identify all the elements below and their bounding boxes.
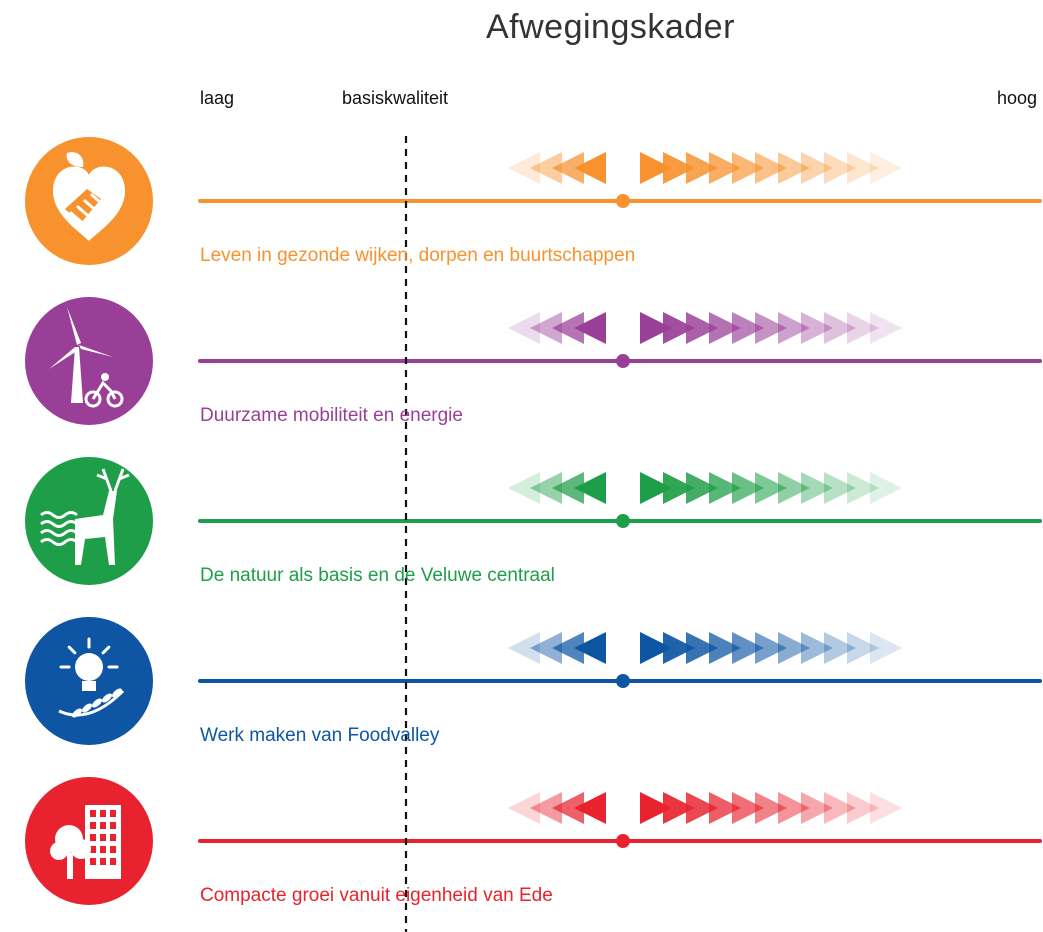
position-marker: [616, 674, 630, 688]
scale-label-baseline: basiskwaliteit: [342, 88, 449, 108]
direction-arrows: [508, 152, 902, 184]
apple-handshake-icon: [25, 137, 153, 265]
indicator-row: [25, 457, 1042, 585]
indicator-row: [25, 297, 1042, 425]
position-marker: [616, 514, 630, 528]
direction-arrows: [508, 312, 902, 344]
direction-arrows: [508, 472, 902, 504]
indicator-row: [25, 137, 1042, 265]
row-label: Duurzame mobiliteit en energie: [200, 405, 463, 426]
scale-label-high: hoog: [996, 88, 1037, 108]
building-tree-icon: [25, 777, 153, 905]
row-label: De natuur als basis en de Veluwe centraa…: [200, 565, 555, 586]
direction-arrows: [508, 792, 902, 824]
direction-arrows: [508, 632, 902, 664]
lightbulb-leaves-icon: [25, 617, 153, 745]
wind-turbine-cyclist-icon: [25, 297, 153, 425]
scale-label-low: laag: [200, 88, 235, 108]
page-title: Afwegingskader: [486, 8, 735, 46]
indicator-row: [25, 617, 1042, 745]
position-marker: [616, 834, 630, 848]
row-label: Compacte groei vanuit eigenheid van Ede: [200, 885, 553, 906]
row-label: Werk maken van Foodvalley: [200, 725, 440, 746]
row-label: Leven in gezonde wijken, dorpen en buurt…: [200, 245, 636, 266]
indicator-row: [25, 777, 1042, 905]
position-marker: [616, 194, 630, 208]
deer-water-icon: [25, 457, 153, 585]
position-marker: [616, 354, 630, 368]
